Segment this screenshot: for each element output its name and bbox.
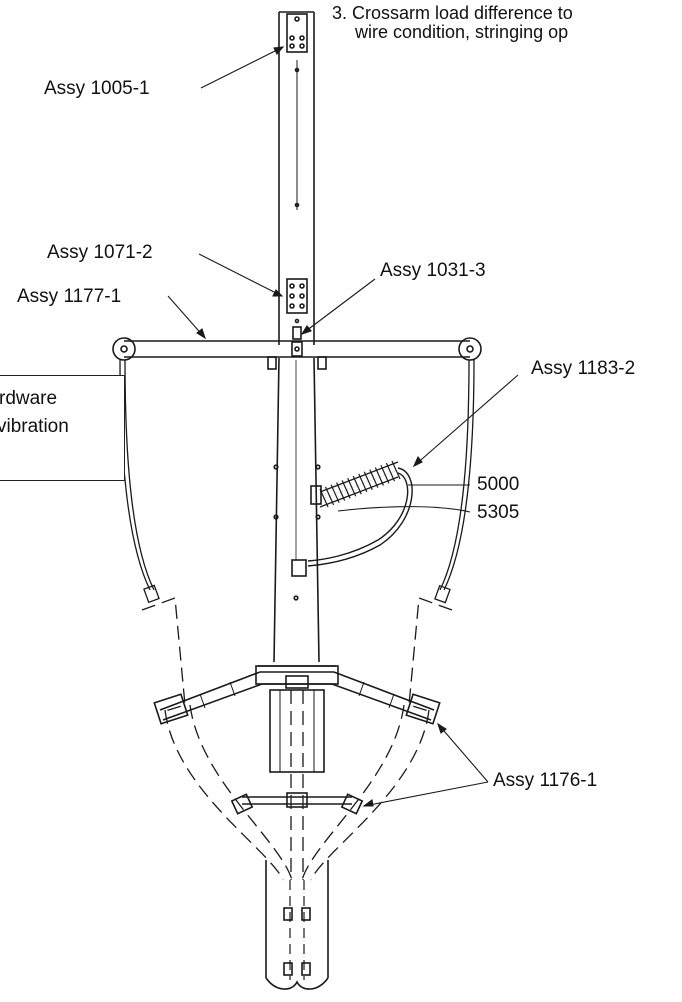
label-assy-1177-1: Assy 1177-1 xyxy=(17,286,122,307)
lower-bar xyxy=(230,792,364,815)
side-note-box: rdware vibration xyxy=(0,375,125,481)
bottom-pole xyxy=(265,860,329,990)
side-note-line-1: rdware xyxy=(0,388,58,409)
side-note-line-2: vibration xyxy=(0,416,69,437)
label-ref-5305: 5305 xyxy=(477,502,520,523)
pole xyxy=(273,11,321,663)
crossarm xyxy=(112,337,482,370)
leader-lines xyxy=(167,46,519,807)
label-assy-1071-2: Assy 1071-2 xyxy=(47,242,153,263)
side-wires xyxy=(119,359,475,604)
label-ref-5000: 5000 xyxy=(477,474,520,495)
fitting-1031-3 xyxy=(291,326,303,357)
label-assy-1031-3: Assy 1031-3 xyxy=(380,260,486,281)
bracket-1071-2 xyxy=(286,278,308,324)
label-assy-1005-1: Assy 1005-1 xyxy=(44,78,150,99)
insulator xyxy=(291,460,413,577)
dashed-arms xyxy=(141,597,453,881)
label-assy-1176-1: Assy 1176-1 xyxy=(493,770,598,791)
base-assembly xyxy=(153,665,441,773)
note-line-2: wire condition, stringing op xyxy=(355,22,569,42)
label-assy-1183-2: Assy 1183-2 xyxy=(531,358,636,379)
note-line-1: 3. Crossarm load difference to xyxy=(332,3,573,23)
